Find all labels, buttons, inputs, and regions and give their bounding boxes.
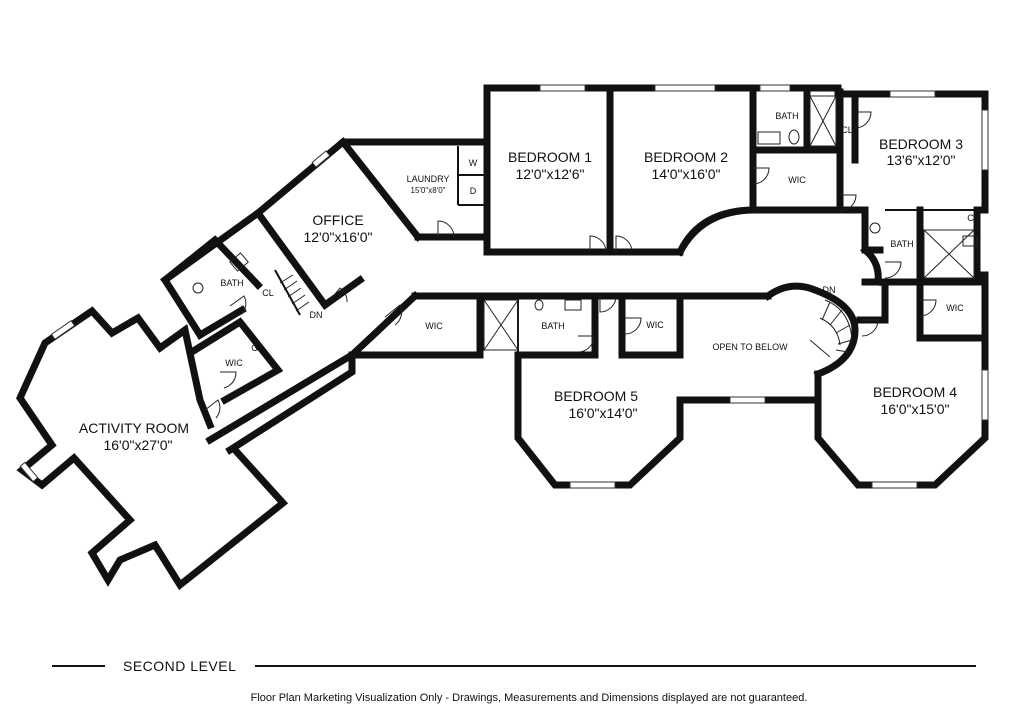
laundry-name: LAUNDRY [407, 174, 450, 184]
bedroom2-dims: 14'0"x16'0" [651, 166, 720, 182]
wic-label-activity: WIC [225, 358, 243, 368]
windows [19, 84, 989, 489]
bath-label-bed5: BATH [541, 321, 564, 331]
level-title: SECOND LEVEL [123, 658, 237, 674]
level-rule-right [255, 665, 976, 667]
disclaimer-text: Floor Plan Marketing Visualization Only … [250, 692, 808, 704]
fixtures [192, 95, 978, 351]
wic-label-bed4: WIC [946, 303, 964, 313]
cl-label-activity-upper: CL [262, 288, 274, 298]
small-labels: BATH WIC CL BATH CL WIC DN WIC BATH WIC … [220, 111, 978, 368]
cl-label-right: CL [967, 213, 979, 223]
wic-label-bed5: WIC [646, 320, 664, 330]
level-rule-left [52, 665, 105, 667]
dryer-label: D [470, 186, 477, 196]
bedroom5-dims: 16'0"x14'0" [568, 405, 637, 421]
open-to-below-label: OPEN TO BELOW [712, 342, 788, 352]
bedroom1-dims: 12'0"x12'6" [515, 166, 584, 182]
bedroom4-dims: 16'0"x15'0" [880, 401, 949, 417]
room-labels: BEDROOM 1 12'0"x12'6" BEDROOM 2 14'0"x16… [79, 136, 963, 453]
bath-label-bed3: BATH [890, 239, 913, 249]
stairs [279, 274, 853, 358]
interior-walls [160, 88, 989, 405]
activity-room-name: ACTIVITY ROOM [79, 420, 189, 436]
wic-label-bed2: WIC [788, 175, 806, 185]
bedroom2-name: BEDROOM 2 [644, 149, 728, 165]
doors [204, 111, 937, 419]
activity-room-dims: 16'0"x27'0" [103, 437, 172, 453]
laundry-dims: 15'0"x8'0" [411, 186, 446, 195]
dn-label-office: DN [310, 310, 323, 320]
office-dims: 12'0"x16'0" [303, 229, 372, 245]
bedroom5-name: BEDROOM 5 [554, 388, 638, 404]
bedroom4-name: BEDROOM 4 [873, 384, 957, 400]
bedroom1-name: BEDROOM 1 [508, 149, 592, 165]
bedroom3-name: BEDROOM 3 [879, 136, 963, 152]
wic-label-hall: WIC [425, 321, 443, 331]
bath-label-activity: BATH [220, 278, 243, 288]
level-title-bar: SECOND LEVEL [52, 656, 976, 676]
cl-label-bed3: CL [841, 125, 853, 135]
bath-label-bed2: BATH [775, 111, 798, 121]
bedroom3-dims: 13'6"x12'0" [886, 152, 955, 168]
cl-label-activity: CL [251, 343, 263, 353]
exterior-walls [15, 84, 989, 591]
office-name: OFFICE [312, 212, 363, 228]
washer-label: W [469, 158, 478, 168]
dn-label-stair: DN [823, 285, 836, 295]
